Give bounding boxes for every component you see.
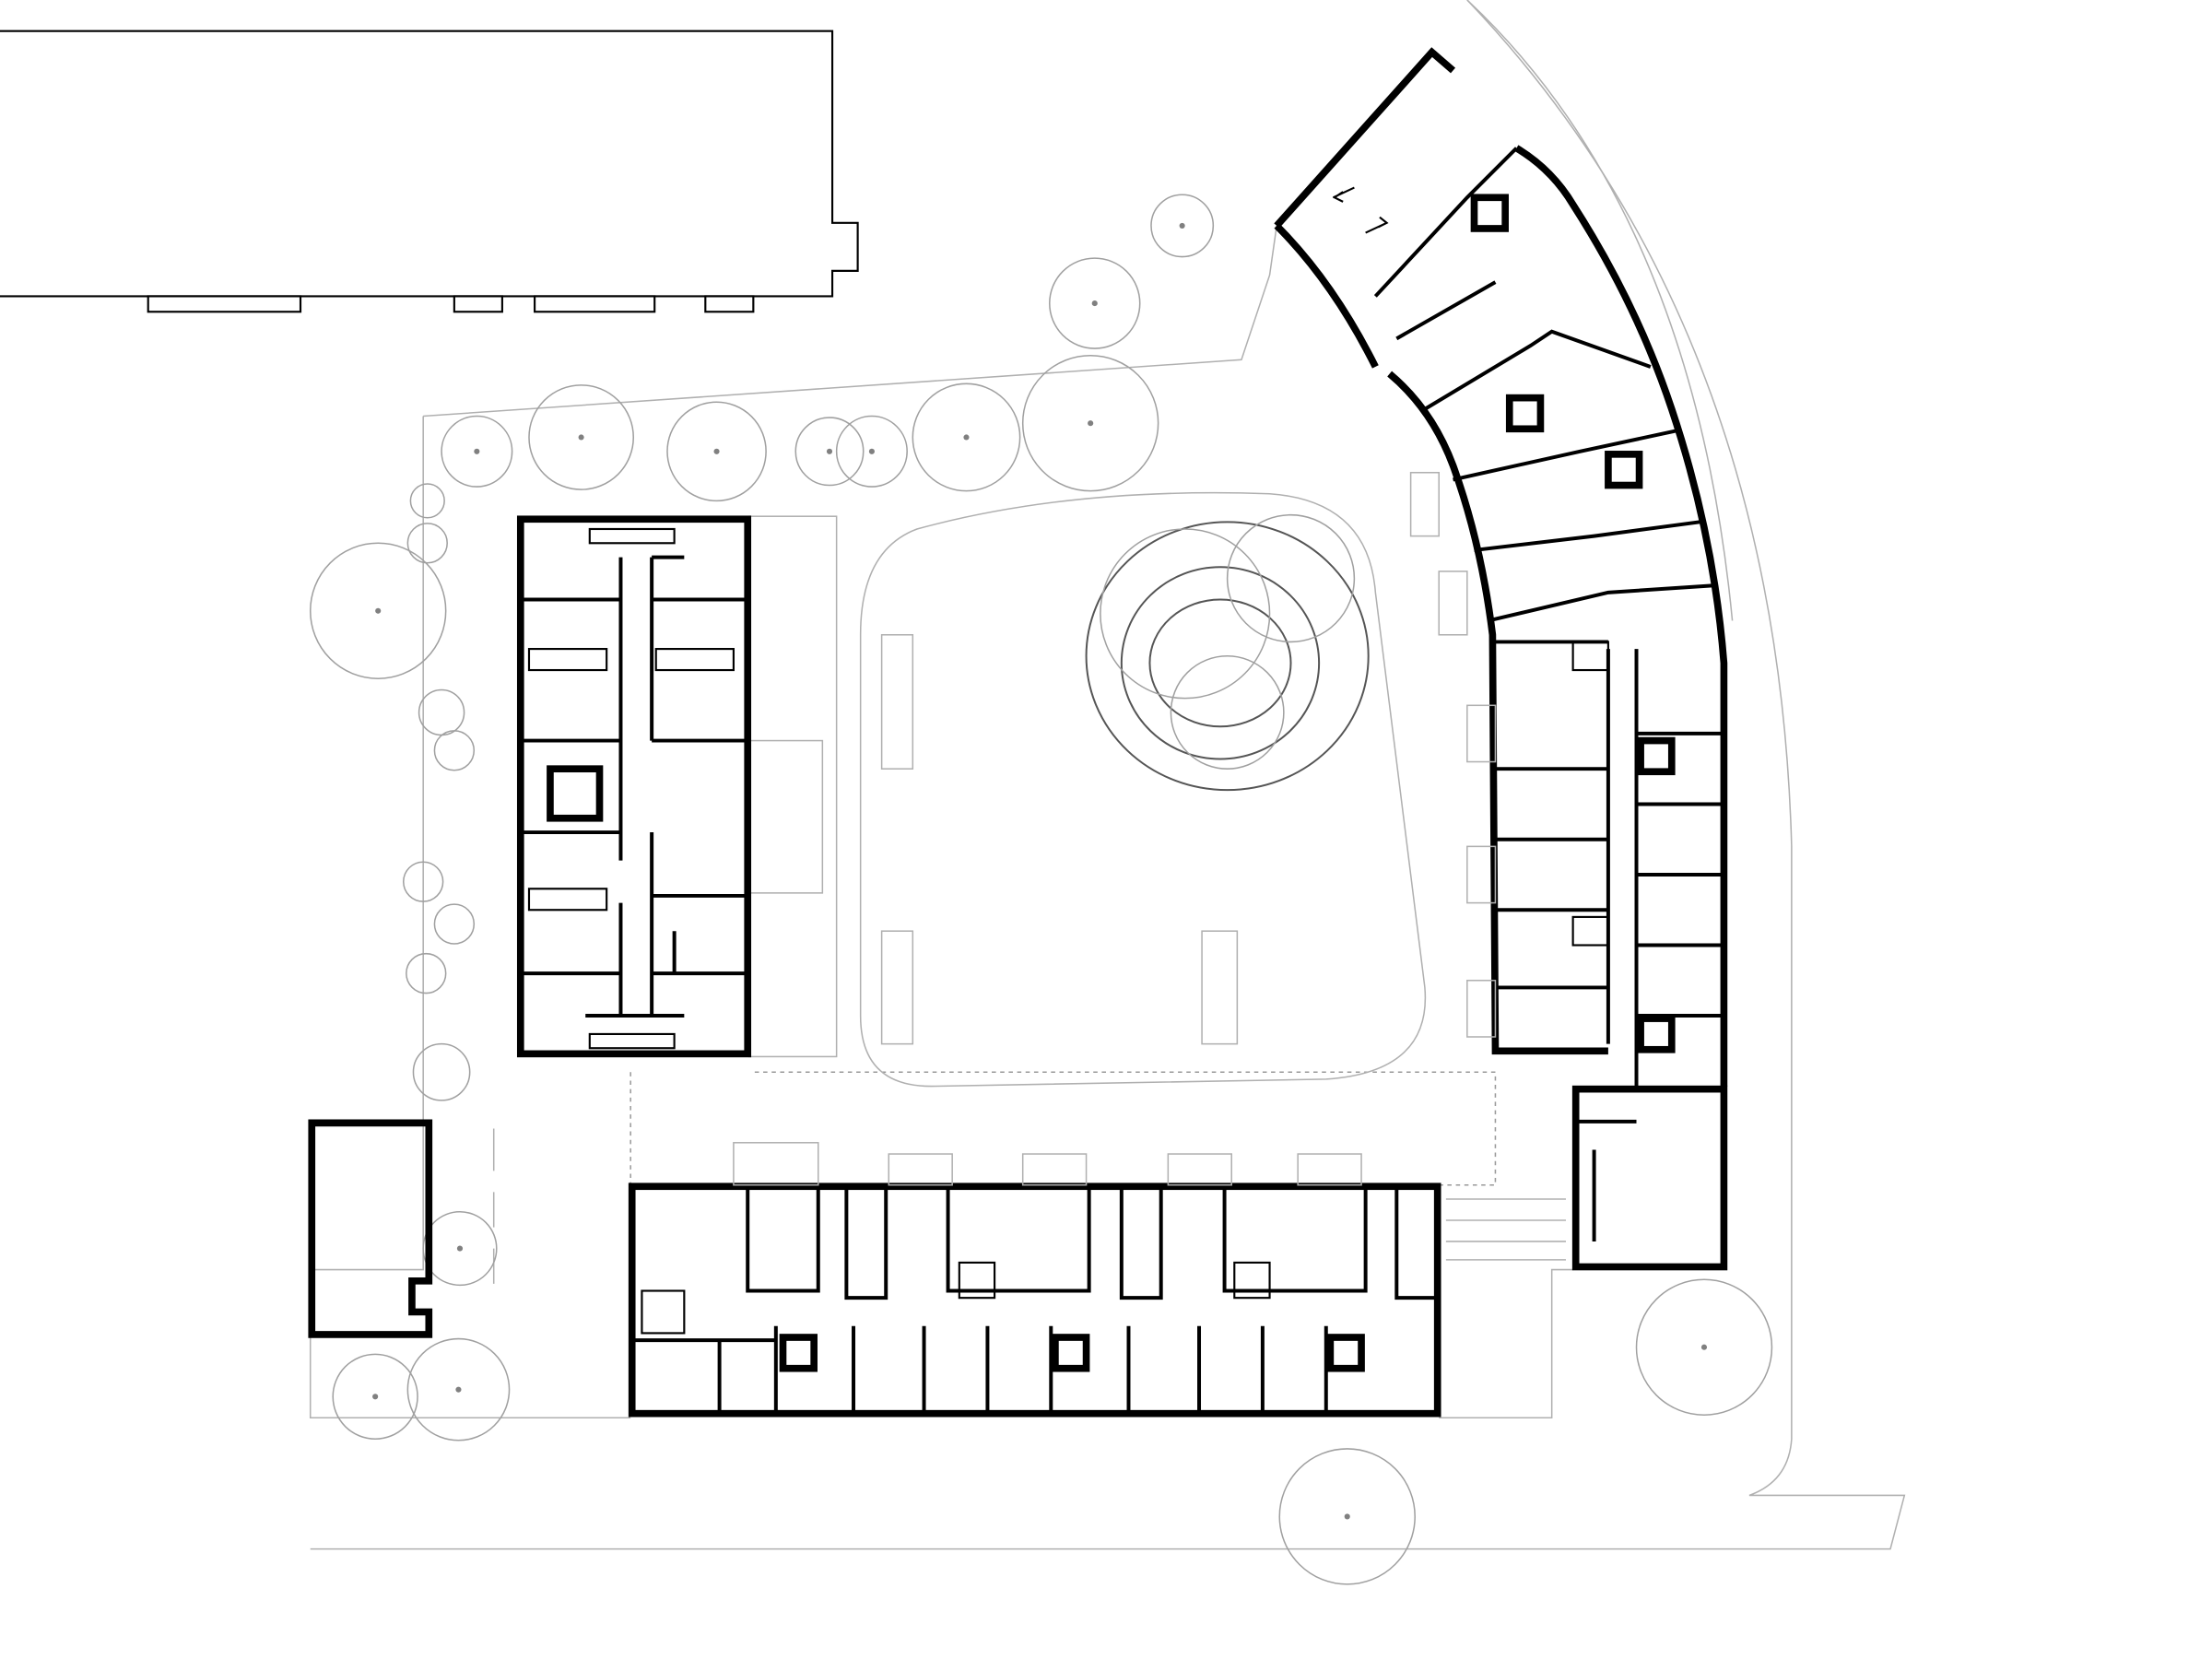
building-west — [516, 515, 752, 1058]
building-annex-east — [1571, 1085, 1728, 1271]
building-annex-west — [308, 1119, 433, 1338]
building-south — [628, 1142, 1441, 1418]
building-east-curved — [1274, 47, 1728, 1087]
courtyard — [747, 491, 1427, 1088]
trees — [309, 194, 1773, 1585]
existing-building-north — [0, 29, 859, 313]
site-boundary — [309, 0, 1906, 1550]
